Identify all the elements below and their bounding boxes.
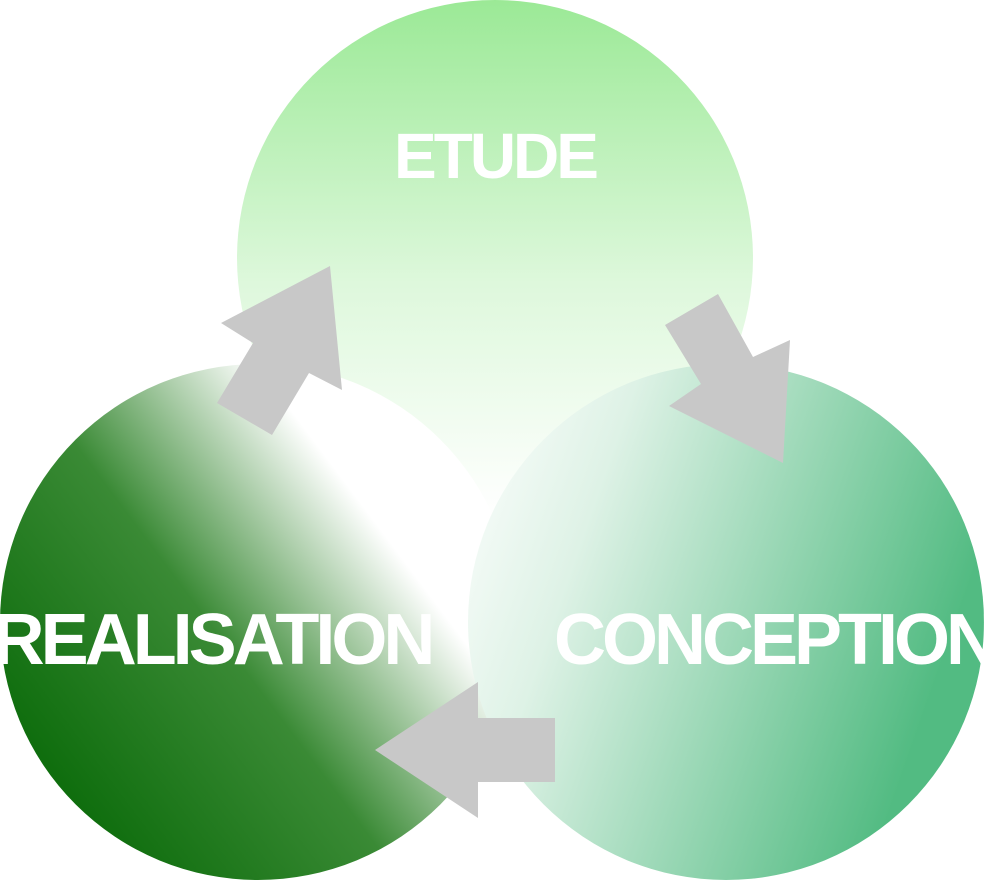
circle-conception bbox=[468, 364, 984, 880]
arrow-conception-to-realisation bbox=[375, 682, 555, 818]
label-realisation: REALISATION bbox=[0, 600, 431, 680]
arrow-realisation-to-etude bbox=[217, 266, 342, 435]
arrow-etude-to-conception bbox=[665, 294, 790, 463]
label-etude: ETUDE bbox=[394, 120, 597, 192]
label-conception: CONCEPTION bbox=[554, 600, 984, 680]
